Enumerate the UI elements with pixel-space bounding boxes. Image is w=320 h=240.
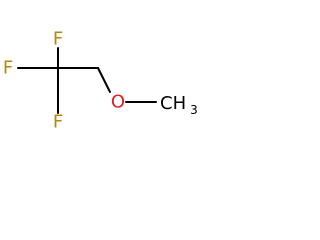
fluorine-left-label: F (3, 58, 13, 79)
oxygen-label: O (111, 92, 125, 113)
fluorine-bottom-label: F (53, 112, 63, 133)
molecule-structure: F F F O CH 3 (3, 29, 198, 133)
fluorine-top-label: F (53, 29, 63, 50)
bond-c2-o (97, 67, 111, 93)
methyl-main-text: CH (160, 93, 186, 114)
methyl-label: CH 3 (160, 93, 198, 117)
methyl-subscript: 3 (190, 103, 198, 117)
